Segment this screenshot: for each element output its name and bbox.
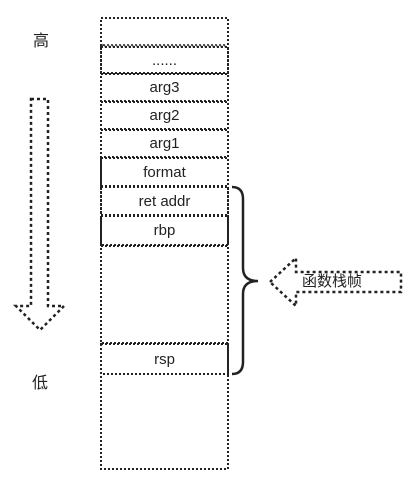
cell-ellipsis-box — [100, 46, 229, 74]
down-arrow-icon — [12, 97, 68, 332]
low-label: 低 — [32, 375, 49, 392]
left-arrow-icon — [268, 255, 403, 309]
cell-ellipsis: ...... — [151, 51, 177, 69]
cell-retaddr-box — [100, 186, 229, 216]
cell-rbp-box — [100, 215, 229, 246]
cell-arg3-box — [100, 73, 229, 102]
cell-format-box — [100, 157, 229, 187]
frame-brace-icon — [231, 185, 259, 376]
stack-outline — [100, 17, 229, 470]
high-label: 高 — [33, 33, 50, 50]
cell-rsp-box — [100, 343, 229, 375]
frame-label: 函数栈帧 — [302, 273, 363, 290]
cell-ret-addr: ret addr — [138, 192, 191, 210]
cell-arg1-box — [100, 129, 229, 158]
cell-arg3: arg3 — [149, 79, 180, 96]
cell-rbp: rbp — [153, 222, 176, 239]
cell-arg1: arg1 — [149, 135, 180, 152]
cell-rsp: rsp — [154, 350, 175, 368]
cell-arg2: arg2 — [149, 107, 180, 124]
cell-format: format — [143, 163, 186, 181]
stack-top-slot — [102, 44, 227, 48]
cell-arg2-box — [100, 101, 229, 130]
cell-local-area-box — [100, 245, 229, 344]
